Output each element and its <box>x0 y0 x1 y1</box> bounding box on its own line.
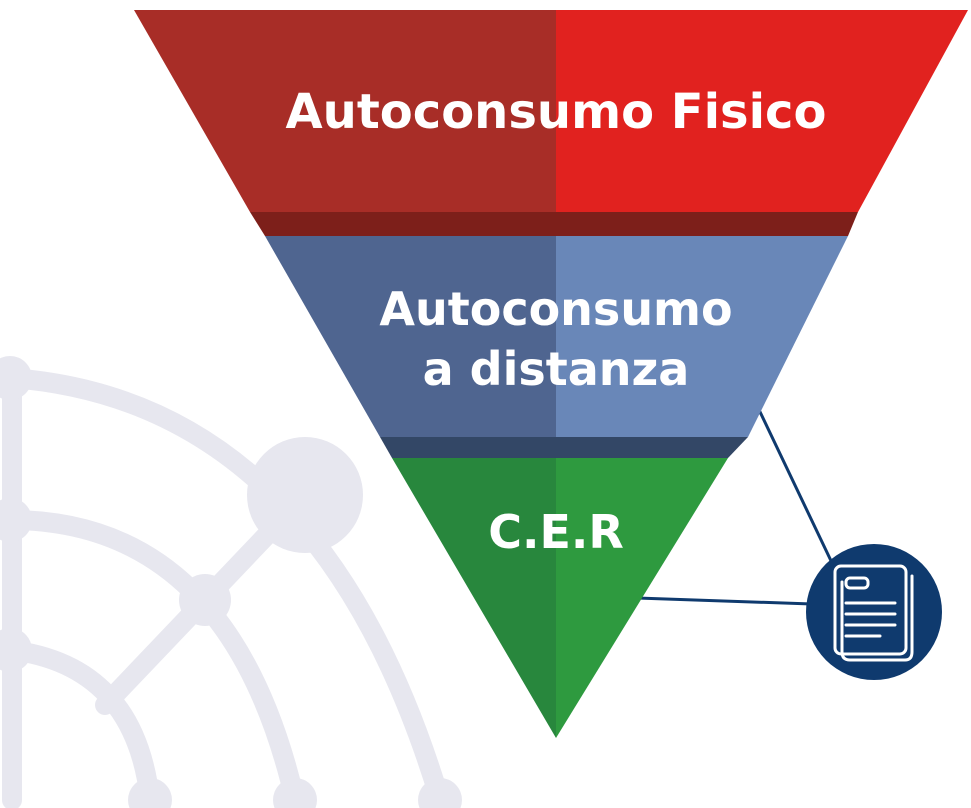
bg-node-left-low <box>0 628 32 672</box>
tier-1-edge <box>250 212 858 236</box>
funnel-tier-autoconsumo-fisico: Autoconsumo Fisico <box>134 10 968 236</box>
bg-node-large <box>247 437 363 553</box>
background-network-graphic <box>0 356 462 808</box>
tier-1-label: Autoconsumo Fisico <box>286 84 827 140</box>
connector-from-tier-3 <box>636 596 813 606</box>
document-icon <box>833 564 914 662</box>
bg-node-top-left <box>0 356 32 400</box>
funnel-tier-autoconsumo-a-distanza: Autoconsumo a distanza <box>265 236 848 458</box>
tier-2-label-line-2: a distanza <box>423 342 690 396</box>
bg-node-bottom-b <box>273 778 317 808</box>
bg-node-mid <box>179 574 231 626</box>
tier-2-edge <box>380 437 748 458</box>
bg-node-bottom-c <box>418 778 462 808</box>
tier-3-left-half <box>392 458 556 738</box>
tier-1-right-half <box>556 10 968 212</box>
funnel-tier-cer: C.E.R <box>392 458 728 738</box>
document-badge <box>806 544 942 680</box>
document-badge-circle <box>806 544 942 680</box>
tier-2-label-line-1: Autoconsumo <box>379 282 732 336</box>
tier-1-left-half <box>134 10 556 212</box>
bg-node-bottom-a <box>128 778 172 808</box>
bg-node-left-mid <box>0 498 32 542</box>
tier-2-left-half <box>265 236 556 437</box>
tier-3-right-half <box>556 458 728 738</box>
tier-3-label: C.E.R <box>488 505 624 559</box>
tier-2-right-half <box>556 236 848 437</box>
callout-connectors <box>636 394 835 606</box>
connector-from-tier-2 <box>750 394 835 566</box>
